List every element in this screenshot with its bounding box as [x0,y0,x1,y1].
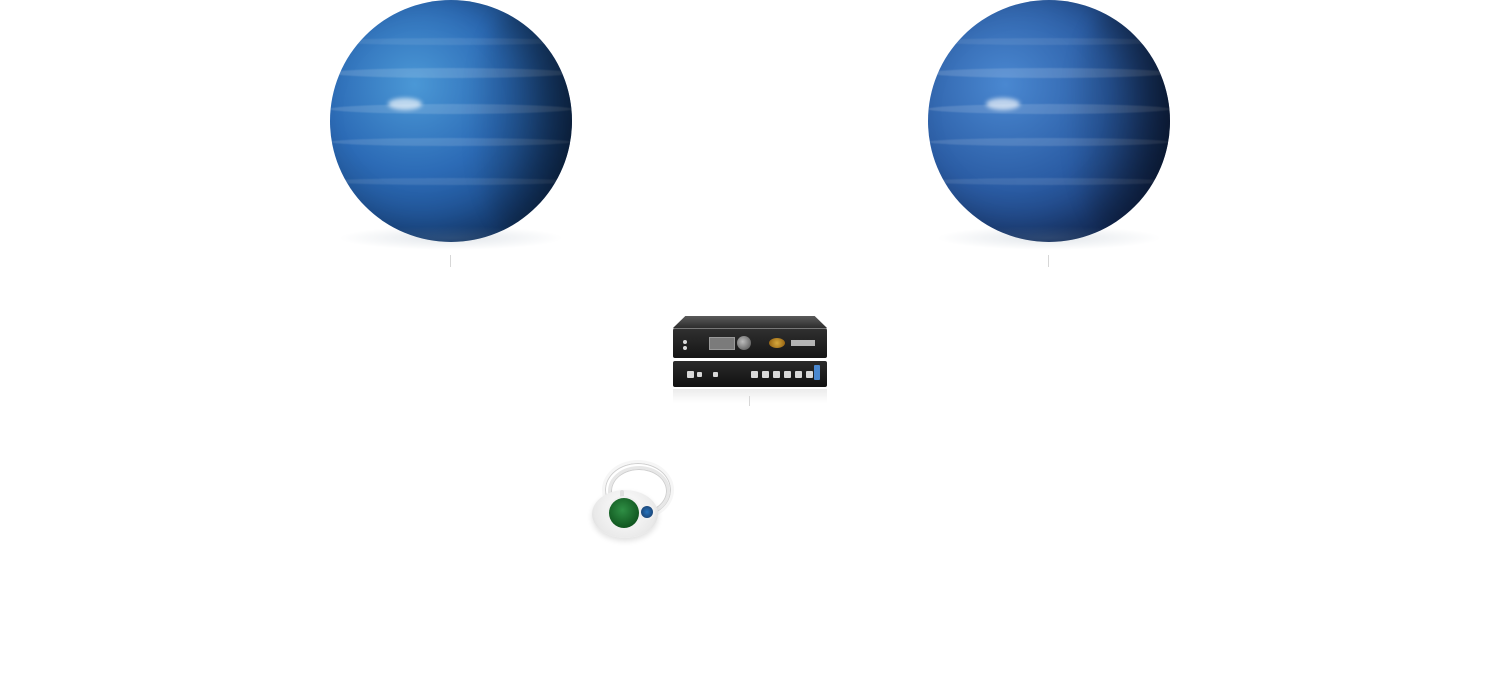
sensor-module-device [590,454,680,544]
sphere-reflection [338,226,564,250]
rack-top-panel [673,316,827,328]
ethernet-port-icon [784,371,791,378]
rack-server-device [673,316,827,406]
sphere-glint [986,98,1020,110]
control-knob-icon [737,336,751,350]
right-blue-sphere [918,0,1178,270]
network-port-icon [687,371,694,378]
sensor-body [592,490,658,538]
ethernet-port-icon [751,371,758,378]
status-led-icon [683,346,687,350]
left-blue-sphere [320,0,580,270]
usb-port-icon [697,372,702,377]
ethernet-port-icon [762,371,769,378]
sphere-shade [1068,0,1170,242]
sphere-shade [470,0,572,242]
device-reflection [673,389,827,403]
sphere-reflection [936,226,1162,250]
power-led-icon [683,340,687,344]
device-label-plate [791,340,815,346]
ethernet-port-icon [795,371,802,378]
blue-sphere-icon [928,0,1170,242]
circuit-board-icon [609,498,639,528]
usb-port-icon [713,372,718,377]
device-tick [749,396,750,406]
brand-logo-icon [769,338,785,348]
blue-plug-icon [641,506,653,518]
rack-front-panel [673,328,827,358]
ethernet-port-icon [773,371,780,378]
sphere-glint [388,98,422,110]
blue-sphere-icon [330,0,572,242]
rack-rear-panel [673,361,827,387]
sphere-tick [450,255,451,267]
sphere-tick [1048,255,1049,267]
lcd-screen [709,337,735,350]
ethernet-port-icon [806,371,813,378]
blue-connector-icon [814,365,820,380]
